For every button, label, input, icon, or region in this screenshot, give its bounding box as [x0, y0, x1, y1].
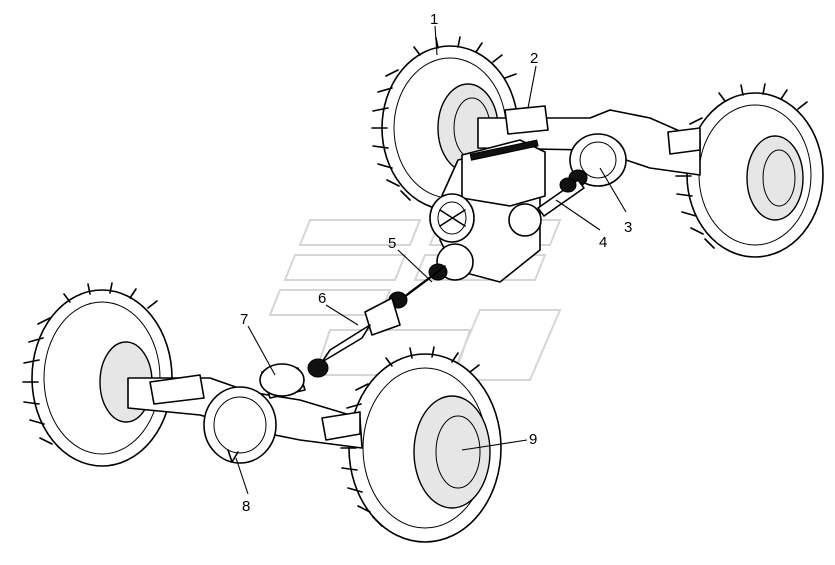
- callout-6: 6: [318, 290, 359, 326]
- callout-7: 7: [240, 311, 276, 376]
- callout-5: 5: [388, 235, 433, 283]
- callout-label-4: 4: [599, 234, 607, 251]
- callout-label-1: 1: [430, 11, 438, 28]
- rear-propeller-shaft: [537, 177, 585, 217]
- rear-right-tire: [675, 83, 824, 258]
- callout-label-5: 5: [388, 235, 396, 252]
- callout-label-6: 6: [318, 290, 326, 307]
- front-propeller-shaft: [307, 263, 448, 378]
- front-right-tire: [340, 346, 502, 543]
- callout-label-7: 7: [240, 311, 248, 328]
- front-axle-assembly: [22, 282, 502, 543]
- transfer-case: [429, 139, 546, 283]
- front-left-tire: [22, 282, 173, 467]
- callout-4: 4: [555, 199, 607, 251]
- callout-8: 8: [235, 457, 250, 515]
- callout-label-9: 9: [529, 431, 537, 448]
- callout-label-2: 2: [530, 50, 538, 67]
- callout-9: 9: [461, 431, 537, 451]
- callout-3: 3: [599, 167, 632, 236]
- callout-2: 2: [527, 50, 538, 109]
- callout-label-3: 3: [624, 219, 632, 236]
- callout-label-8: 8: [242, 498, 250, 515]
- callout-1: 1: [430, 11, 438, 56]
